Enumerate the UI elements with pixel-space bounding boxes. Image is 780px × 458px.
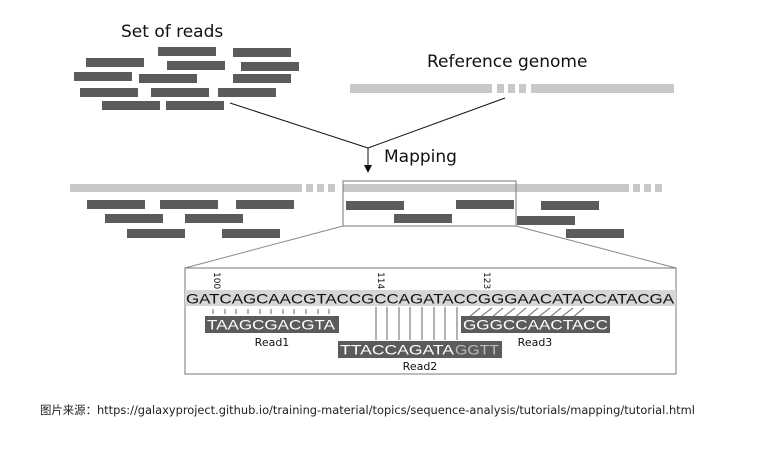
read1-label: Read1 (255, 336, 290, 349)
reference-gap-block (306, 184, 313, 192)
read3-box (461, 316, 610, 333)
read-bar (105, 214, 163, 223)
reference-segment (343, 184, 629, 192)
read2-sequence-unmatched: GGTT (455, 342, 499, 358)
mapping-label: Mapping (384, 147, 457, 167)
read2-label: Read2 (403, 360, 438, 373)
mapped-reads (87, 200, 624, 238)
mapped-reference-bar (70, 184, 662, 192)
mapping-diagram: Set of reads Reference genome Mapping (70, 22, 677, 375)
read-bar (241, 62, 299, 71)
zoom-region-box (342, 180, 517, 227)
reference-genome-bar (350, 84, 674, 93)
set-of-reads-label: Set of reads (121, 22, 223, 42)
zoom-projection-lines (184, 225, 677, 269)
read-bar (456, 200, 514, 209)
read3-label: Read3 (518, 336, 553, 349)
position-label-114: 114 (375, 272, 385, 289)
source-caption: 图片来源：https://galaxyproject.github.io/tra… (40, 403, 695, 417)
reference-gap-block (655, 184, 662, 192)
reference-segment (70, 184, 302, 192)
reference-gap-block (633, 184, 640, 192)
read-bar (394, 214, 452, 223)
reference-gap-block (497, 84, 504, 93)
read-bar (139, 74, 197, 83)
read-bar (86, 58, 144, 67)
reference-genome-label: Reference genome (427, 52, 587, 72)
read-bar (158, 47, 216, 56)
read2-sequence-matched: TTACCAGATA (340, 342, 455, 358)
read-bar (541, 201, 599, 210)
read-bar (233, 74, 291, 83)
read-bar (102, 101, 160, 110)
read-bar (127, 229, 185, 238)
read2-box (338, 341, 502, 358)
unmapped-reads (74, 47, 299, 110)
read-bar (236, 200, 294, 209)
read-bar (87, 200, 145, 209)
mapping-arrow (229, 97, 506, 173)
reference-sequence-band (185, 290, 676, 306)
read-bar (167, 61, 225, 70)
read-bar (80, 88, 138, 97)
read-bar (74, 72, 132, 81)
read-bar (566, 229, 624, 238)
reference-gap-block (317, 184, 324, 192)
reference-segment (531, 84, 674, 93)
read-bar (160, 200, 218, 209)
zoom-panel: 100 114 123 GATCAGCAACGTACCGCCAGATACCGGG… (184, 267, 677, 375)
alignment-ticks (212, 307, 585, 340)
read-bar (218, 88, 276, 97)
position-label-100: 100 (211, 272, 221, 289)
reference-segment (350, 84, 492, 93)
read-bar (166, 101, 224, 110)
position-label-123: 123 (481, 272, 491, 289)
reference-sequence: GATCAGCAACGTACCGCCAGATACCGGGAACATACCATAC… (186, 291, 675, 307)
reference-gap-block (508, 84, 515, 93)
read-bar (151, 88, 209, 97)
reference-gap-block (519, 84, 526, 93)
read-bar (233, 48, 291, 57)
read-bar (346, 201, 404, 210)
read-bar (222, 229, 280, 238)
reference-gap-block (328, 184, 335, 192)
read3-sequence: GGGCCAACTACC (463, 317, 608, 333)
reference-gap-block (644, 184, 651, 192)
read1-box (205, 316, 339, 333)
read-bar (517, 216, 575, 225)
read1-sequence: TAAGCGACGTA (207, 317, 336, 333)
read-bar (185, 214, 243, 223)
